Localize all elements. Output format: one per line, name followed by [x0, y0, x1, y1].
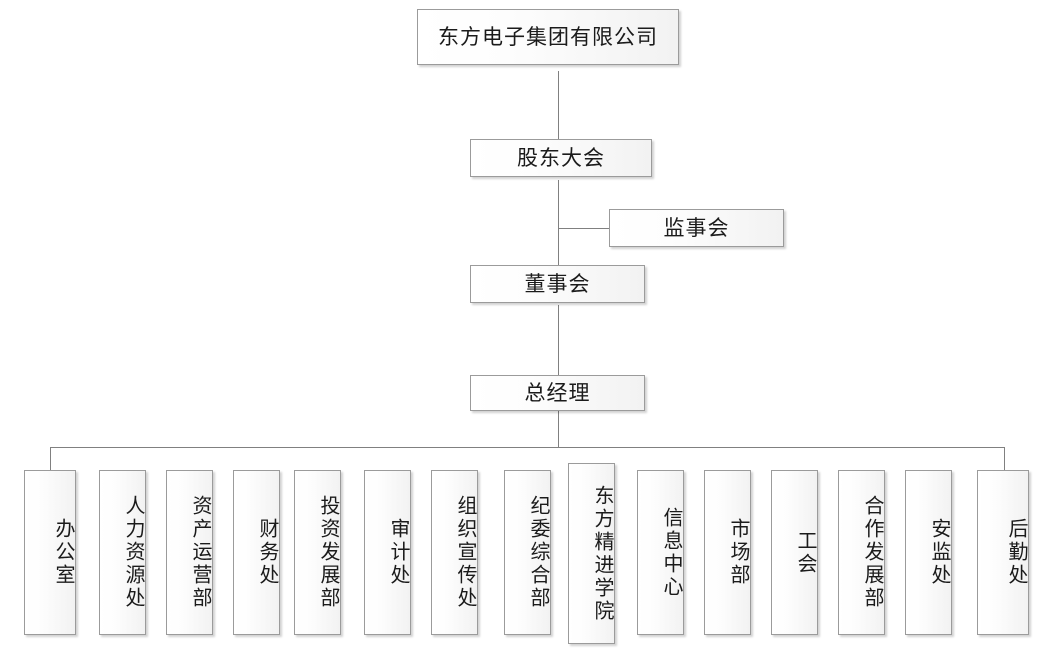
department-box-asset-operations[interactable]: 资产运营部: [166, 470, 213, 635]
node-board-of-supervisors-label: 监事会: [663, 215, 730, 240]
department-box-cooperation-development[interactable]: 合作发展部: [838, 470, 885, 635]
department-label-organization-publicity: 组织宣传处: [454, 495, 478, 610]
node-board-of-directors-label: 董事会: [524, 271, 591, 296]
department-box-safety-supervision[interactable]: 安监处: [905, 470, 952, 635]
department-box-human-resources[interactable]: 人力资源处: [99, 470, 146, 635]
department-label-office: 办公室: [52, 518, 76, 587]
connector-bus-to-last-department: [1004, 447, 1005, 471]
connector-directors-to-manager: [558, 305, 559, 375]
department-label-logistics: 后勤处: [1005, 518, 1029, 587]
department-box-marketing[interactable]: 市场部: [704, 470, 751, 635]
department-label-discipline-inspection: 纪委综合部: [527, 495, 551, 610]
department-label-asset-operations: 资产运营部: [189, 495, 213, 610]
node-company[interactable]: 东方电子集团有限公司: [417, 9, 679, 65]
department-box-organization-publicity[interactable]: 组织宣传处: [431, 470, 478, 635]
connector-manager-to-bus: [558, 410, 559, 447]
department-box-information-center[interactable]: 信息中心: [637, 470, 684, 635]
department-label-audit: 审计处: [387, 518, 411, 587]
connector-bus-to-first-department: [50, 447, 51, 471]
department-label-cooperation-development: 合作发展部: [861, 495, 885, 610]
department-box-audit[interactable]: 审计处: [364, 470, 411, 635]
department-box-discipline-inspection[interactable]: 纪委综合部: [504, 470, 551, 635]
department-bus-line: [50, 447, 1005, 448]
node-board-of-supervisors[interactable]: 监事会: [609, 209, 784, 247]
department-label-investment-development: 投资发展部: [317, 495, 341, 610]
department-box-logistics[interactable]: 后勤处: [977, 470, 1029, 635]
connector-shareholders-to-directors: [558, 180, 559, 268]
node-shareholders-meeting-label: 股东大会: [517, 145, 605, 170]
node-board-of-directors[interactable]: 董事会: [470, 265, 645, 303]
department-label-safety-supervision: 安监处: [928, 518, 952, 587]
department-label-information-center: 信息中心: [660, 506, 684, 599]
node-general-manager-label: 总经理: [524, 380, 591, 405]
node-general-manager[interactable]: 总经理: [470, 375, 645, 411]
department-label-dongfang-academy: 东方精进学院: [591, 484, 615, 623]
department-box-finance[interactable]: 财务处: [233, 470, 280, 635]
department-label-finance: 财务处: [256, 518, 280, 587]
node-shareholders-meeting[interactable]: 股东大会: [470, 139, 652, 177]
department-box-labor-union[interactable]: 工会: [771, 470, 818, 635]
department-label-labor-union: 工会: [794, 529, 818, 576]
connector-branch-to-supervisors: [558, 228, 610, 229]
department-label-human-resources: 人力资源处: [122, 495, 146, 610]
department-label-marketing: 市场部: [727, 518, 751, 587]
node-company-label: 东方电子集团有限公司: [438, 24, 658, 49]
department-box-dongfang-academy[interactable]: 东方精进学院: [568, 463, 615, 644]
department-box-office[interactable]: 办公室: [24, 470, 76, 635]
department-box-investment-development[interactable]: 投资发展部: [294, 470, 341, 635]
connector-company-to-shareholders: [558, 71, 559, 145]
